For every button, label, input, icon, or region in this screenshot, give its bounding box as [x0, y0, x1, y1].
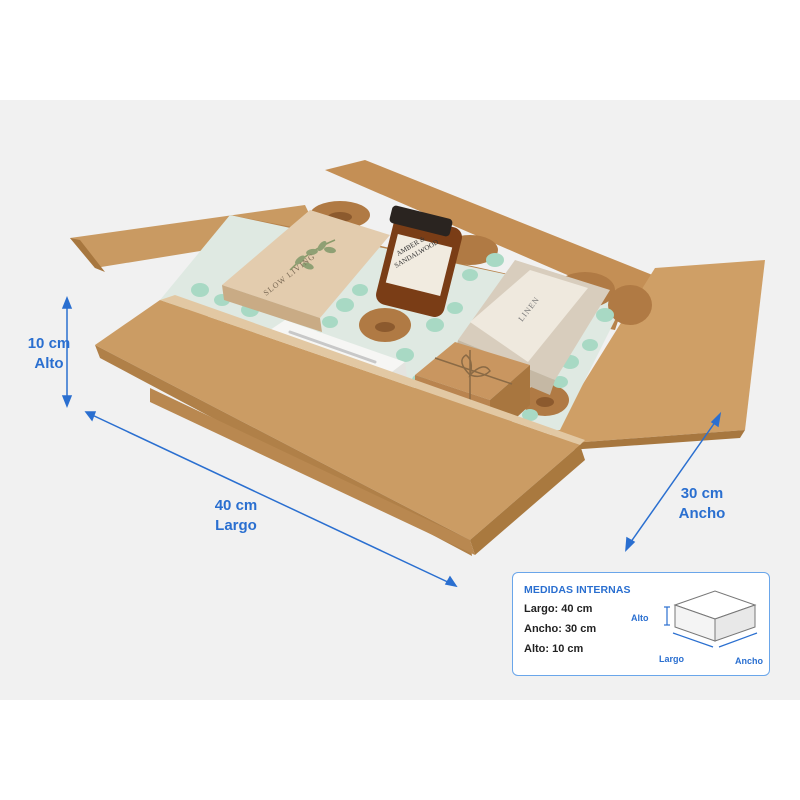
height-name: Alto: [34, 355, 64, 372]
box-back-flap: [325, 160, 660, 300]
box-right-flap: [545, 260, 765, 445]
info-row-largo: Largo: 40 cm: [524, 603, 593, 615]
width-dimension-label: 30 cm Ancho: [666, 484, 738, 524]
shipping-box-illustration: SLOW LIVING AMBER & SANDALWOOD LINEN: [61, 160, 765, 588]
info-row-ancho: Ancho: 30 cm: [524, 623, 597, 635]
diagram-label-largo: Largo: [659, 654, 685, 664]
diagram-label-ancho: Ancho: [735, 656, 763, 666]
height-value: 10 cm: [27, 335, 71, 352]
length-dimension-label: 40 cm Largo: [200, 496, 272, 536]
dimension-arrows: [61, 295, 722, 588]
width-value: 30 cm: [680, 485, 724, 502]
diagram-label-alto: Alto: [631, 613, 649, 623]
product-photo-scene: SLOW LIVING AMBER & SANDALWOOD LINEN: [0, 100, 800, 700]
info-card-title: MEDIDAS INTERNAS: [524, 584, 631, 596]
internal-measurements-card: MEDIDAS INTERNAS Largo: 40 cm Ancho: 30 …: [512, 572, 770, 676]
box-front-wall: [95, 300, 580, 540]
length-name: Largo: [215, 517, 257, 534]
width-name: Ancho: [678, 505, 726, 522]
height-dimension-label: 10 cm Alto: [18, 334, 80, 374]
box-side-wall: [470, 445, 585, 555]
slow-living-book-box: SLOW LIVING: [222, 210, 390, 332]
box-dimension-diagram-icon: [664, 590, 758, 648]
amber-sandalwood-candle: AMBER & SANDALWOOD: [376, 205, 462, 317]
info-row-alto: Alto: 10 cm: [524, 643, 584, 655]
length-value: 40 cm: [214, 497, 258, 514]
